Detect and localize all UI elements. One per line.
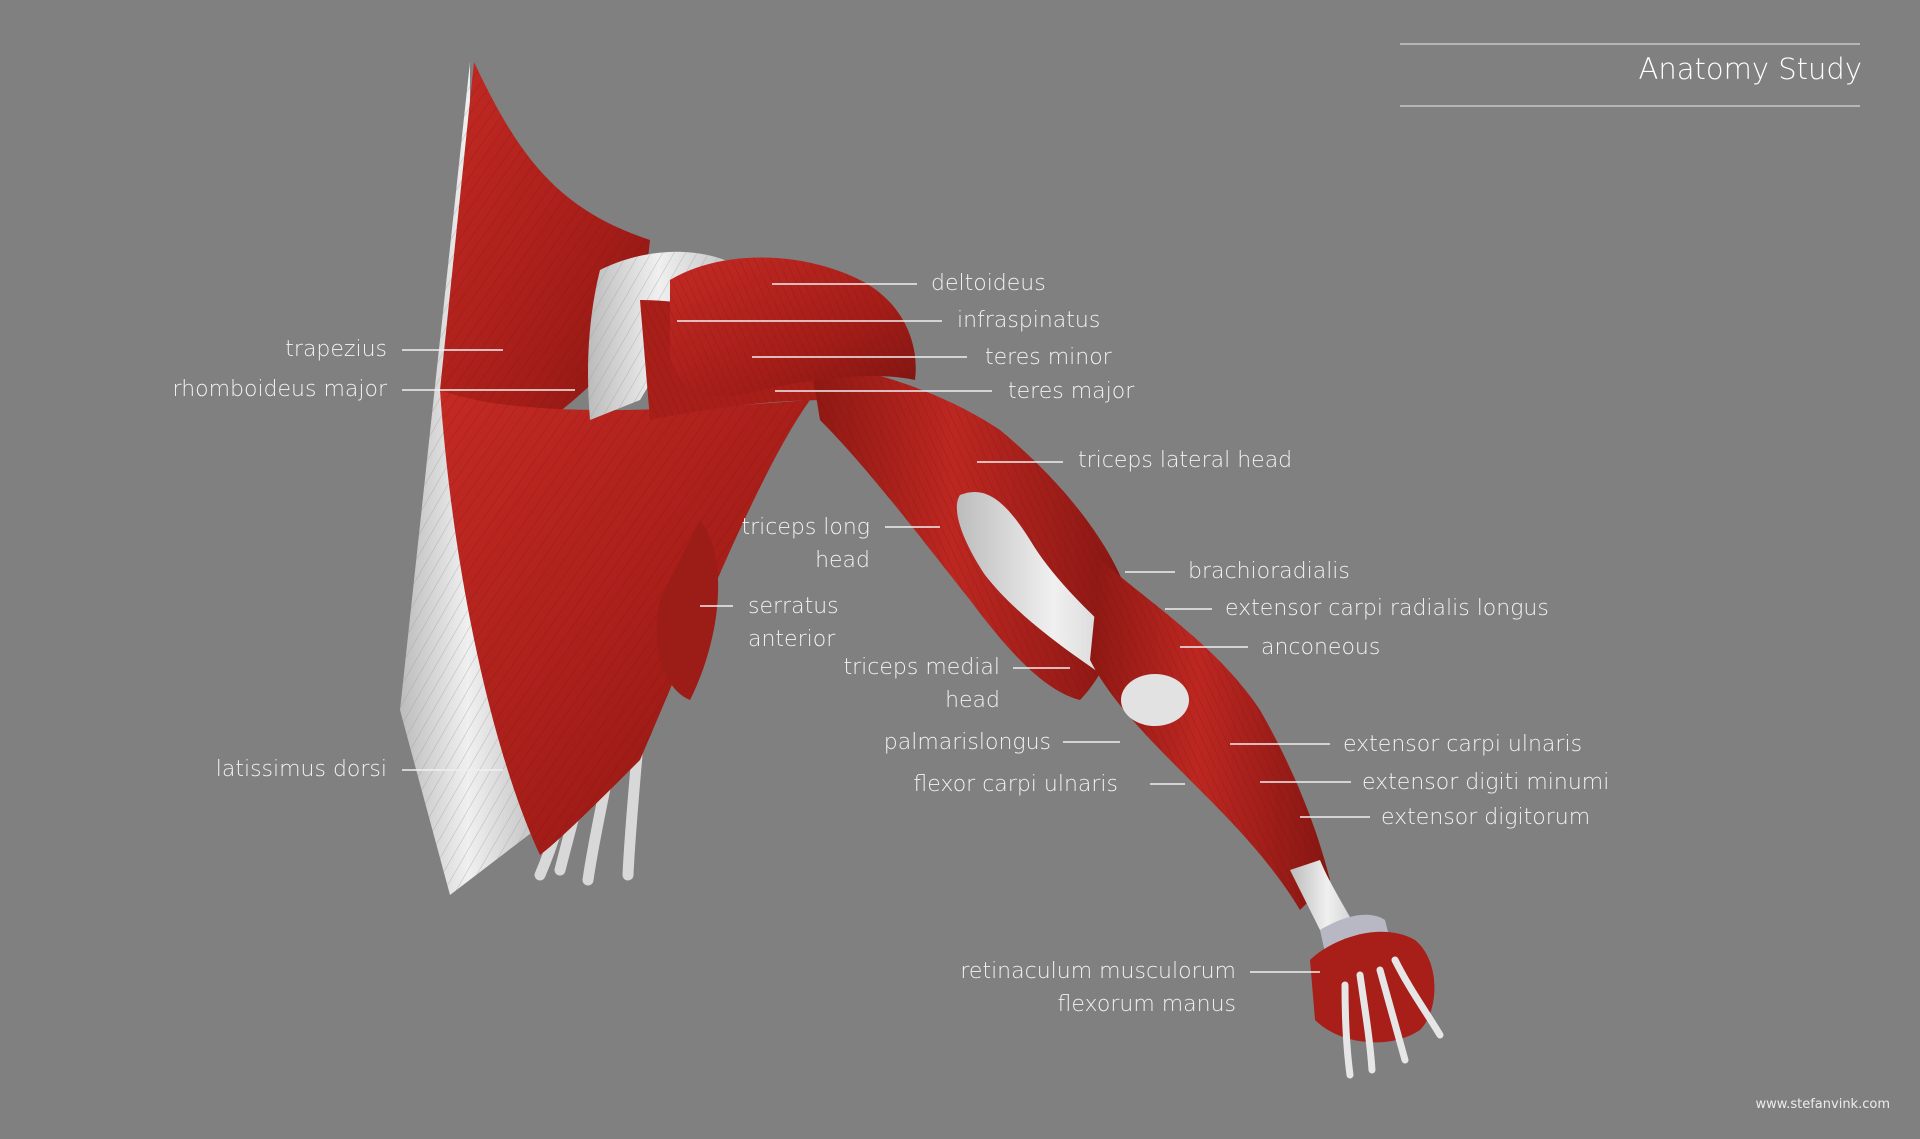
label-teres-major: teres major xyxy=(1008,375,1134,408)
label-teres-minor: teres minor xyxy=(985,341,1112,374)
label-rhomboideus-major: rhomboideus major xyxy=(173,373,387,406)
label-line: flexor carpi ulnaris xyxy=(913,772,1118,797)
label-extensor-carpi-radialis-longus: extensor carpi radialis longus xyxy=(1225,592,1549,625)
label-extensor-carpi-ulnaris: extensor carpi ulnaris xyxy=(1343,728,1582,761)
leader-lines xyxy=(402,283,1370,973)
label-infraspinatus: infraspinatus xyxy=(957,304,1100,337)
title-rules xyxy=(1400,43,1860,107)
label-retinaculum: retinaculum musculorum flexorum manus xyxy=(960,955,1236,1021)
elbow-tendon xyxy=(1121,674,1189,726)
finger-tendons xyxy=(1341,956,1444,1079)
label-palmarislongus: palmarislongus xyxy=(884,726,1051,759)
hand-muscle xyxy=(1310,931,1435,1043)
label-line: deltoideus xyxy=(931,271,1046,296)
label-line: serratus xyxy=(748,594,839,619)
label-line: triceps medial xyxy=(843,655,1000,680)
label-line: extensor digiti minumi xyxy=(1362,770,1610,795)
label-serratus-anterior: serratus anterior xyxy=(748,590,839,656)
label-line: brachioradialis xyxy=(1188,559,1350,584)
label-line: palmarislongus xyxy=(883,730,1051,755)
label-line: teres major xyxy=(1008,379,1135,404)
label-anconeous: anconeous xyxy=(1261,631,1380,664)
page-title: Anatomy Study xyxy=(1638,52,1862,86)
label-line: anconeous xyxy=(1261,635,1381,660)
label-deltoideus: deltoideus xyxy=(931,267,1046,300)
label-triceps-long-head: triceps long head xyxy=(741,511,870,577)
label-line: extensor carpi ulnaris xyxy=(1343,732,1583,757)
label-extensor-digitorum: extensor digitorum xyxy=(1381,801,1590,834)
label-line: flexorum manus xyxy=(1057,992,1236,1017)
label-line: retinaculum musculorum xyxy=(960,959,1236,984)
label-line: rhomboideus major xyxy=(172,377,387,402)
label-line: teres minor xyxy=(985,345,1112,370)
website-credit: www.stefanvink.com xyxy=(1755,1097,1890,1112)
label-extensor-digiti-minumi: extensor digiti minumi xyxy=(1362,766,1609,799)
label-trapezius: trapezius xyxy=(285,333,387,366)
label-line: infraspinatus xyxy=(957,308,1101,333)
label-line: triceps lateral head xyxy=(1078,448,1293,473)
label-triceps-lateral-head: triceps lateral head xyxy=(1078,444,1292,477)
label-brachioradialis: brachioradialis xyxy=(1188,555,1350,588)
label-line: latissimus dorsi xyxy=(215,757,387,782)
label-latissimus-dorsi: latissimus dorsi xyxy=(216,753,387,786)
label-line: trapezius xyxy=(285,337,387,362)
label-line: anterior xyxy=(748,627,836,652)
label-line: head xyxy=(945,688,1000,713)
label-flexor-carpi-ulnaris: flexor carpi ulnaris xyxy=(913,768,1118,801)
label-line: extensor digitorum xyxy=(1381,805,1591,830)
label-line: head xyxy=(815,548,870,573)
serratus-anterior-muscle xyxy=(656,520,719,700)
label-line: extensor carpi radialis longus xyxy=(1225,596,1549,621)
label-line: triceps long xyxy=(741,515,870,540)
label-triceps-medial-head: triceps medial head xyxy=(844,651,1000,717)
